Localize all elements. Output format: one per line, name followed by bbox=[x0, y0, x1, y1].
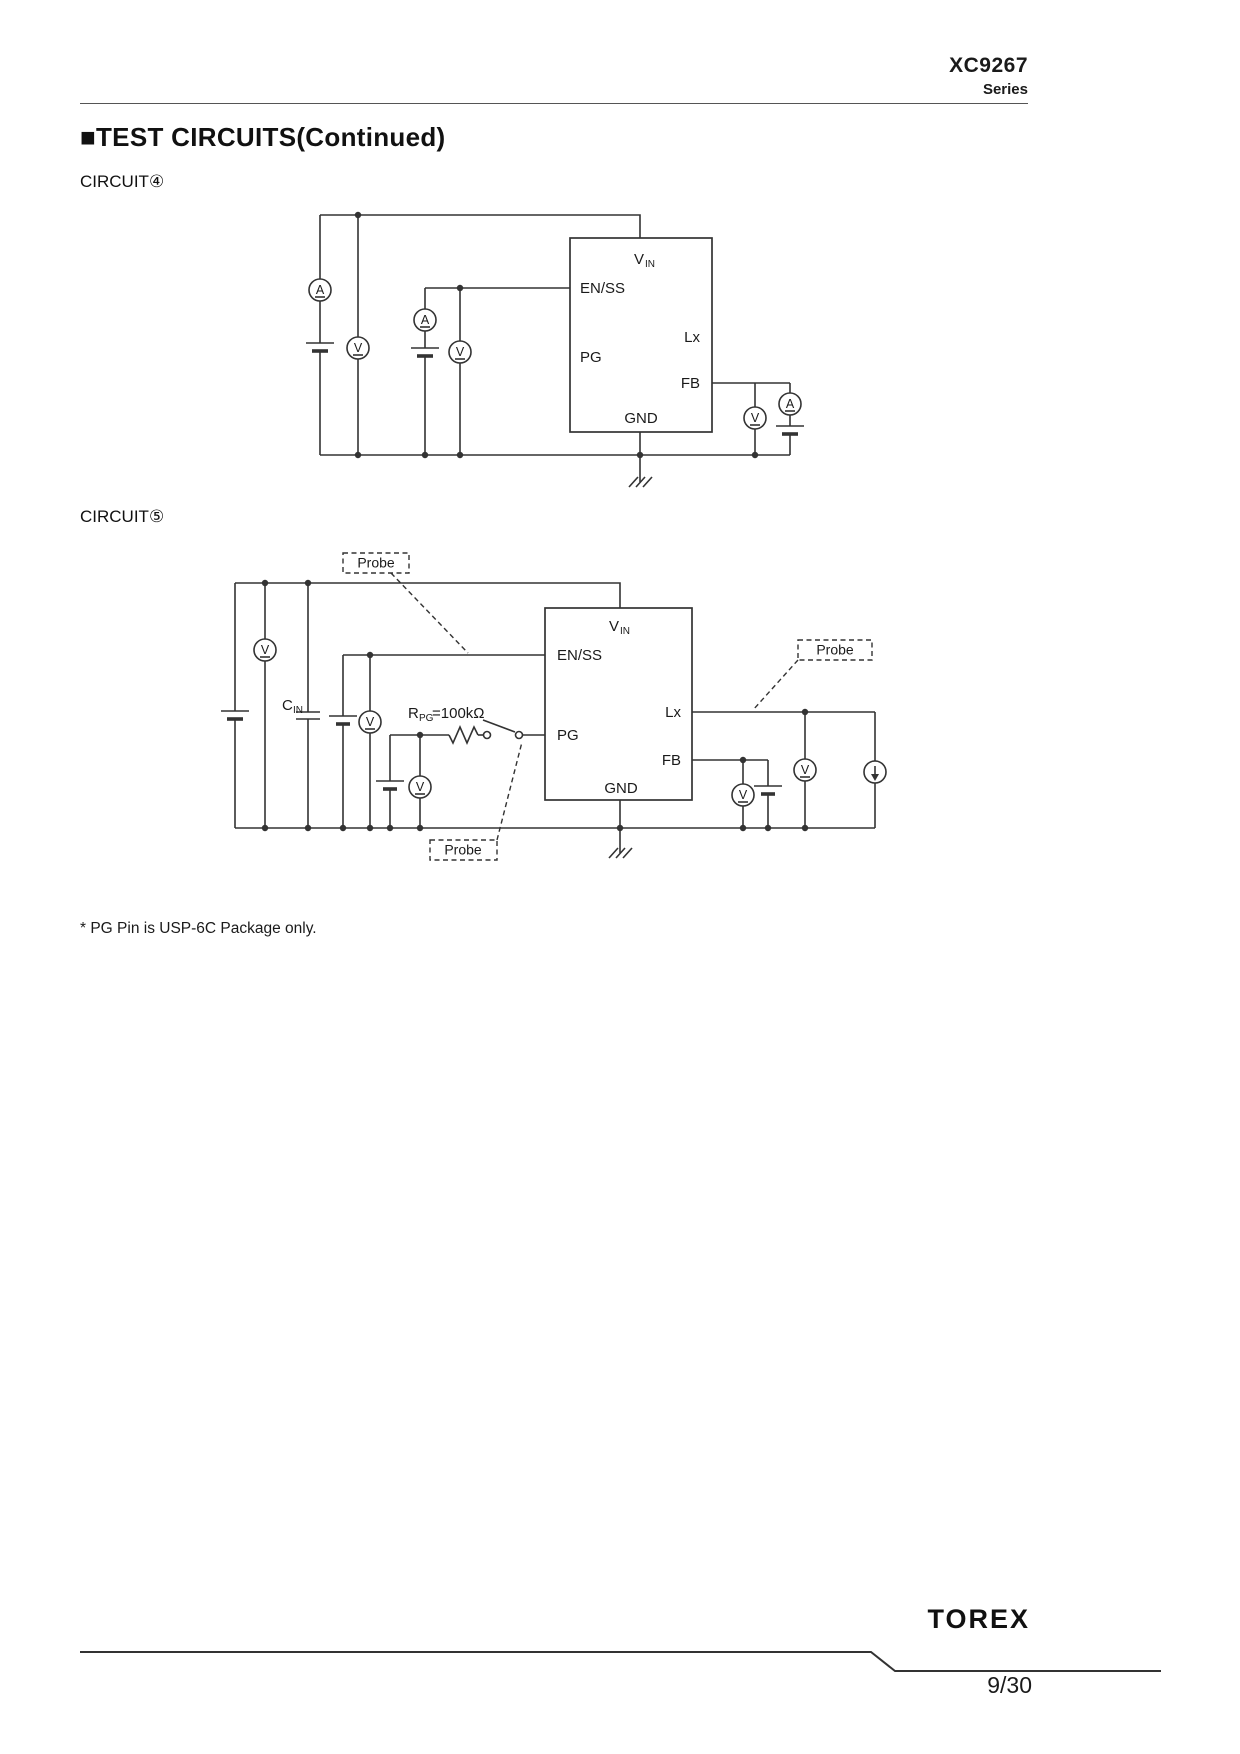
voltmeter: V bbox=[793, 758, 817, 782]
pin-gnd-label: GND bbox=[624, 410, 658, 427]
battery-symbol bbox=[776, 425, 804, 436]
battery-symbol bbox=[329, 715, 357, 726]
rpg-value: =100kΩ bbox=[432, 705, 485, 722]
ic-block bbox=[544, 607, 693, 801]
part-number: XC9267 bbox=[949, 54, 1028, 77]
pin-fb-label: FB bbox=[662, 752, 681, 769]
probe-callout: Probe bbox=[429, 741, 523, 861]
ammeter: A bbox=[413, 308, 437, 332]
pin-vin-subscript: IN bbox=[645, 259, 655, 270]
voltmeter-label: V bbox=[366, 715, 375, 729]
switch-symbol bbox=[482, 719, 524, 740]
pin-pg-label: PG bbox=[557, 727, 579, 744]
probe-label: Probe bbox=[816, 642, 854, 658]
ic-pin-labels: V IN EN/SS PG Lx FB GND bbox=[557, 618, 681, 797]
ammeter: A bbox=[778, 392, 802, 416]
voltmeter-label: V bbox=[456, 345, 465, 359]
voltmeter-label: V bbox=[739, 788, 748, 802]
header: XC9267 Series bbox=[949, 54, 1028, 98]
battery-symbol bbox=[221, 710, 249, 721]
resistor-rpg bbox=[448, 725, 479, 745]
junction-dots bbox=[261, 579, 809, 832]
voltmeter: V bbox=[408, 775, 432, 799]
rpg-subscript: PG bbox=[419, 713, 434, 724]
circuit4-label: CIRCUIT④ bbox=[80, 172, 165, 191]
current-source bbox=[863, 760, 887, 784]
footer-rule bbox=[80, 1651, 1161, 1672]
pin-enss-label: EN/SS bbox=[580, 280, 625, 297]
pin-fb-label: FB bbox=[681, 375, 700, 392]
battery-symbol bbox=[411, 347, 439, 358]
component-labels: C IN R PG =100kΩ bbox=[282, 697, 485, 724]
capacitor-cin bbox=[296, 711, 320, 720]
circuit5-label: CIRCUIT⑤ bbox=[80, 507, 165, 526]
pin-lx-label: Lx bbox=[684, 329, 700, 346]
pin-lx-label: Lx bbox=[665, 704, 681, 721]
circuit4-diagram: V IN EN/SS PG Lx FB GND A A A V bbox=[306, 211, 804, 488]
battery-symbol bbox=[376, 780, 404, 791]
voltmeter: V bbox=[346, 336, 370, 360]
circuit4-wiring bbox=[319, 214, 791, 482]
pin-enss-label: EN/SS bbox=[557, 647, 602, 664]
ground-symbol bbox=[608, 847, 633, 859]
ic-block bbox=[569, 237, 713, 433]
cin-label: C bbox=[282, 697, 293, 714]
voltmeter-label: V bbox=[354, 341, 363, 355]
pin-pg-label: PG bbox=[580, 349, 602, 366]
circuit5-diagram: V IN EN/SS PG Lx FB GND C IN R PG =100kΩ… bbox=[221, 552, 887, 861]
pin-vin-subscript: IN bbox=[620, 626, 630, 637]
ic-pin-labels: V IN EN/SS PG Lx FB GND bbox=[580, 251, 700, 427]
battery-symbol bbox=[306, 342, 334, 353]
pin-vin-label: V bbox=[634, 251, 644, 268]
ammeter: A bbox=[308, 278, 332, 302]
voltmeter: V bbox=[743, 406, 767, 430]
ground-symbol bbox=[628, 476, 653, 488]
pin-vin-label: V bbox=[609, 618, 619, 635]
cin-subscript: IN bbox=[293, 705, 303, 716]
voltmeter-label: V bbox=[261, 643, 270, 657]
voltmeter-label: V bbox=[801, 763, 810, 777]
voltmeter-label: V bbox=[416, 780, 425, 794]
voltmeter: V bbox=[358, 710, 382, 734]
voltmeter: V bbox=[448, 340, 472, 364]
footnote: * PG Pin is USP-6C Package only. bbox=[80, 920, 317, 937]
page-number: 9/30 bbox=[987, 1672, 1032, 1698]
voltmeter: V bbox=[731, 783, 755, 807]
page-title: ■TEST CIRCUITS(Continued) bbox=[80, 122, 446, 152]
voltmeter-label: V bbox=[751, 411, 760, 425]
voltmeter: V bbox=[253, 638, 277, 662]
ammeter-label: A bbox=[316, 283, 325, 297]
junction-dots bbox=[354, 211, 759, 459]
ammeter-label: A bbox=[421, 313, 430, 327]
header-rule bbox=[80, 103, 1028, 104]
ammeter-label: A bbox=[786, 397, 795, 411]
probe-label: Probe bbox=[357, 555, 395, 571]
probe-callout: Probe bbox=[342, 552, 469, 654]
probe-label: Probe bbox=[444, 842, 482, 858]
pin-gnd-label: GND bbox=[604, 780, 638, 797]
torex-logo: TOREX bbox=[927, 1604, 1030, 1634]
rpg-label: R bbox=[408, 705, 419, 722]
battery-symbol bbox=[754, 785, 782, 796]
down-arrow-icon bbox=[871, 774, 879, 781]
series-label: Series bbox=[982, 81, 1028, 98]
probe-callout: Probe bbox=[752, 639, 873, 711]
